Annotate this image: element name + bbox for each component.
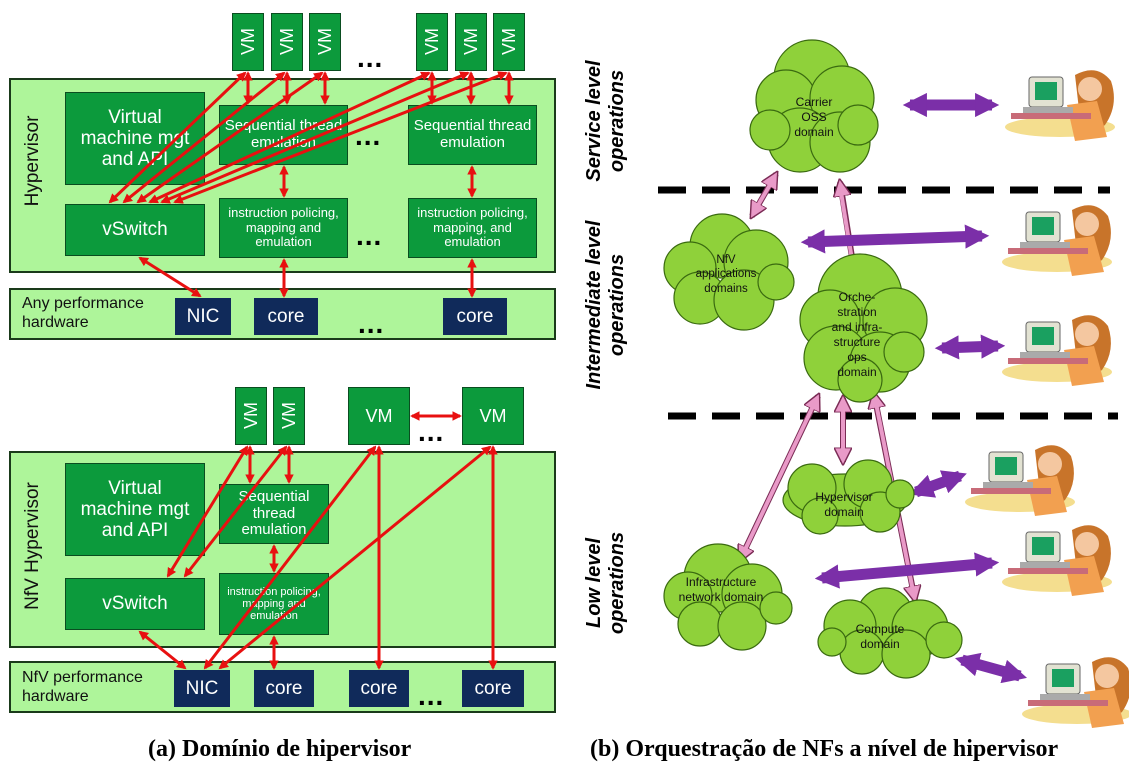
service-level-label: Service level operations [583,60,628,182]
infrastructure-cloud [663,543,793,651]
nfv-applications-domain-label: NfV applications domains [695,254,757,295]
orchestration-cloud [799,253,928,403]
cloud-shapes [663,39,963,679]
vm-ellipsis: ... [418,416,445,447]
operator-icons [965,70,1129,728]
vm-box: VM [462,387,524,445]
hypervisor-domain-label: Hypervisor domain [815,490,873,519]
core-box: core [349,670,409,707]
infrastructure-domain-label: Infrastructure network domain [678,575,764,604]
red-connector-arrows [138,411,498,670]
purple-connector-arrows [800,92,1027,684]
caption-a: (a) Domínio de hipervisor [148,736,412,762]
vswitch-box: vSwitch [65,578,205,630]
hardware-label: Any performance hardware [22,295,144,332]
orchestration-domain-label: Orche- stration and infra- structure ops… [831,290,883,379]
intermediate-level-label: Intermediate level operations [583,220,628,390]
hardware-ellipsis: ... [418,680,445,711]
core-box: core [443,298,507,335]
operator-icon [1005,70,1115,141]
nfv-hardware-label: NfV performance hardware [22,669,143,706]
nic-box: NIC [174,670,230,707]
core-box: core [254,670,314,707]
carrier-oss-cloud [749,39,879,173]
low-level-label: Low level operations [583,531,628,635]
compute-cloud [817,587,963,679]
vm-box: VM [348,387,410,445]
caption-b: (b) Orquestração de NFs a nível de hiper… [590,736,1059,762]
compute-domain-label: Compute domain [855,622,905,651]
core-box: core [462,670,524,707]
instruction-emulation-box: instruction policing, mapping and emulat… [219,198,348,258]
red-connector-arrows [108,71,514,298]
core-box: core [254,298,318,335]
operator-icon [1002,525,1112,596]
vm-ellipsis: ... [357,42,384,73]
nic-box: NIC [175,298,231,335]
ellipsis: ... [356,220,383,251]
carrier-oss-domain-label: Carrier OSS domain [794,95,834,139]
operator-icon [1022,657,1129,728]
operator-icon [1002,205,1112,276]
hypervisor-cloud [782,459,915,535]
hardware-ellipsis: ... [358,308,385,339]
vswitch-box: vSwitch [65,204,205,256]
operator-icon [1002,315,1112,386]
nfv-applications-cloud [663,213,795,331]
operator-icon [965,445,1075,516]
